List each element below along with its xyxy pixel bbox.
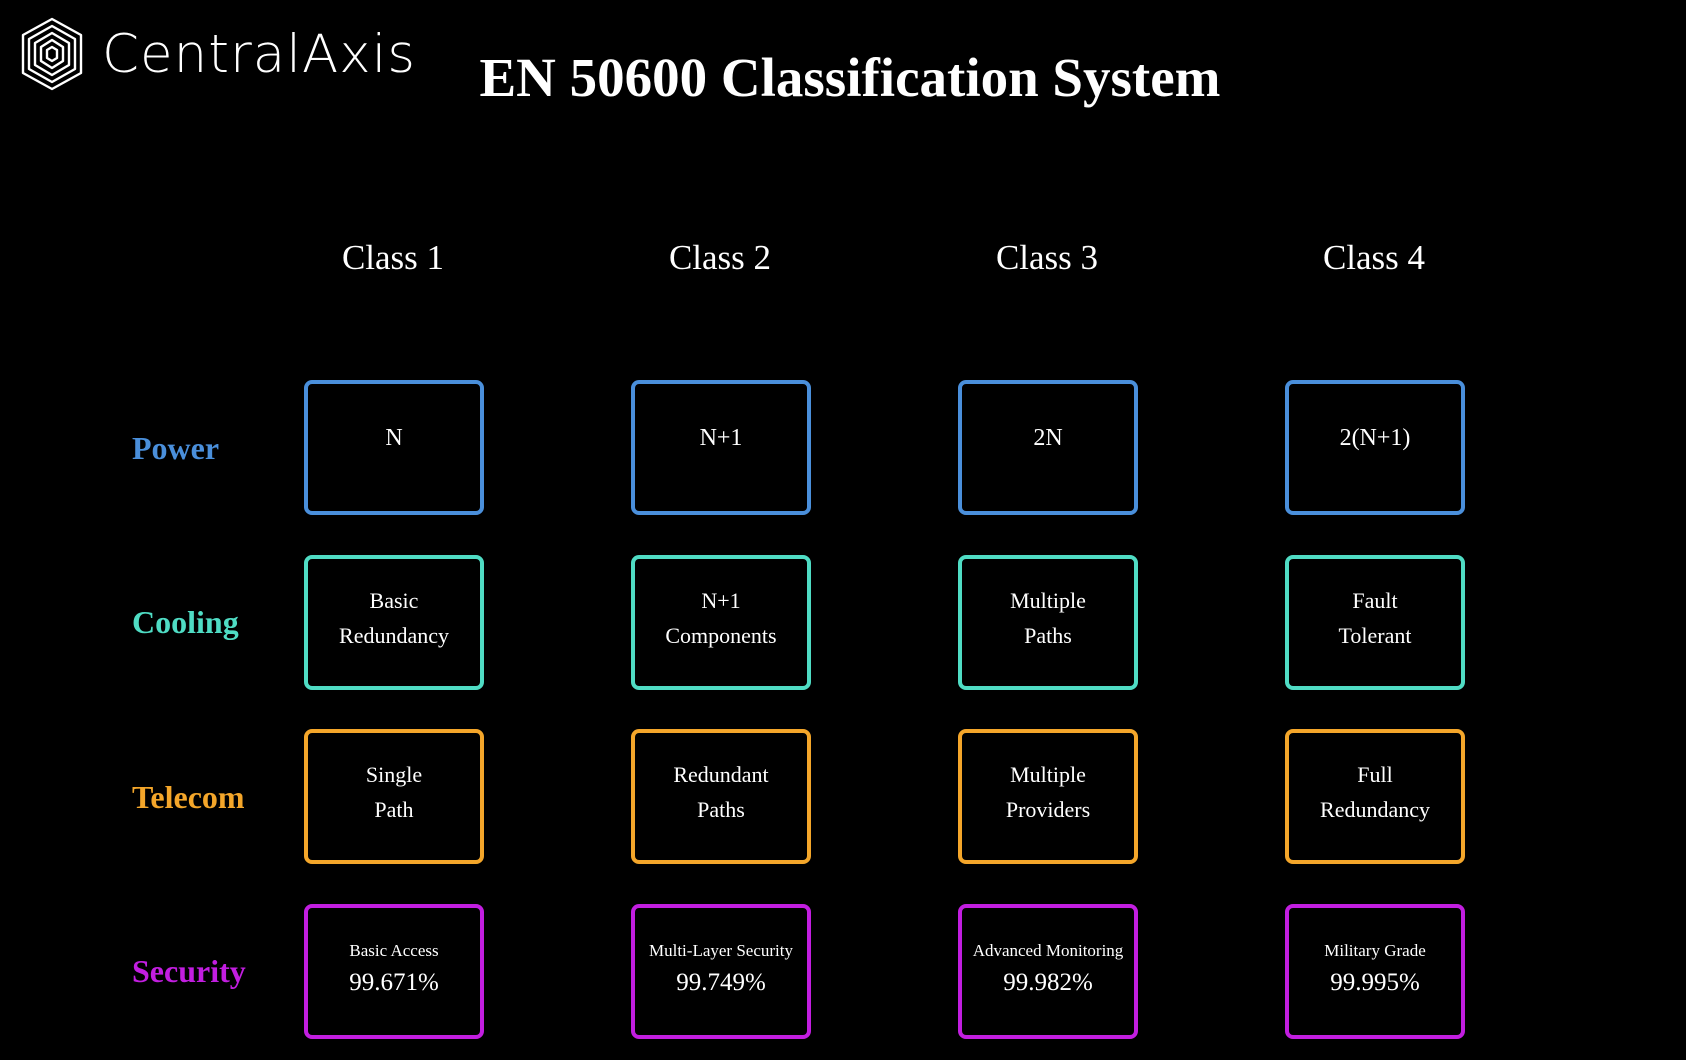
cell-lines: Basic Access 99.671% <box>349 940 439 998</box>
telecom-class-2-cell: Redundant Paths <box>631 729 811 864</box>
row-label-power: Power <box>132 430 220 466</box>
cell-lines: Fault Tolerant <box>1339 583 1412 653</box>
telecom-class-3-cell: Multiple Providers <box>958 729 1138 864</box>
row-label-security: Security <box>132 953 246 989</box>
cell-line-2: Path <box>374 797 414 822</box>
telecom-class-1-cell: Single Path <box>304 729 484 864</box>
column-header-class-3: Class 3 <box>995 238 1099 277</box>
cell-line-1: Multiple <box>1010 762 1086 787</box>
cell-value: N <box>385 425 403 451</box>
cell-line-2: Paths <box>1024 623 1072 648</box>
cell-line-1: Redundant <box>673 762 769 787</box>
power-class-1-cell: N <box>304 380 484 515</box>
security-level-name: Multi-Layer Security <box>649 940 793 960</box>
cooling-class-1-cell: Basic Redundancy <box>304 555 484 690</box>
row-label-cooling: Cooling <box>132 604 239 640</box>
telecom-class-4-cell: Full Redundancy <box>1285 729 1465 864</box>
cell-line-1: Multiple <box>1010 588 1086 613</box>
cell-line-2: Redundancy <box>339 623 449 648</box>
cell-value: N+1 <box>699 425 743 451</box>
row-label-telecom: Telecom <box>132 779 245 815</box>
availability-value: 99.995% <box>1330 968 1420 996</box>
cell-line-2: Paths <box>697 797 745 822</box>
availability-value: 99.749% <box>676 968 766 996</box>
cell-line-1: Full <box>1357 762 1393 787</box>
cell-line-2: Redundancy <box>1320 797 1430 822</box>
cell-line-1: Single <box>365 762 423 787</box>
cell-line-1: N+1 <box>701 588 741 613</box>
cell-lines: Multiple Paths <box>1010 583 1086 653</box>
cell-lines: Military Grade 99.995% <box>1324 940 1426 998</box>
power-class-3-cell: 2N <box>958 380 1138 515</box>
brand-name: CentralAxis <box>102 23 416 85</box>
cell-lines: Basic Redundancy <box>339 583 449 653</box>
security-class-3-cell: Advanced Monitoring 99.982% <box>958 904 1138 1039</box>
cell-lines: Advanced Monitoring 99.982% <box>973 940 1124 998</box>
availability-value: 99.671% <box>349 968 439 996</box>
cell-line-2: Components <box>665 623 777 648</box>
column-header-class-2: Class 2 <box>668 238 772 277</box>
cell-lines: Redundant Paths <box>673 757 768 827</box>
power-class-2-cell: N+1 <box>631 380 811 515</box>
cell-lines: Multi-Layer Security 99.749% <box>649 940 793 998</box>
cell-lines: Multiple Providers <box>1006 757 1090 827</box>
page-title: EN 50600 Classification System <box>479 47 1221 108</box>
cell-value: 2(N+1) <box>1339 425 1411 451</box>
cell-line-2: Tolerant <box>1338 623 1412 648</box>
security-level-name: Basic Access <box>349 940 439 960</box>
cell-lines: N+1 Components <box>665 583 776 653</box>
cooling-class-2-cell: N+1 Components <box>631 555 811 690</box>
column-header-class-1: Class 1 <box>341 238 445 277</box>
security-class-2-cell: Multi-Layer Security 99.749% <box>631 904 811 1039</box>
cell-line-2: Providers <box>1005 797 1091 822</box>
cell-line-1: Fault <box>1352 588 1398 613</box>
column-header-class-4: Class 4 <box>1322 238 1426 277</box>
cell-lines: Single Path <box>366 757 422 827</box>
cube-logo-icon <box>21 17 83 91</box>
power-class-4-cell: 2(N+1) <box>1285 380 1465 515</box>
cooling-class-3-cell: Multiple Paths <box>958 555 1138 690</box>
cooling-class-4-cell: Fault Tolerant <box>1285 555 1465 690</box>
cell-line-1: Basic <box>369 588 419 613</box>
security-level-name: Military Grade <box>1324 940 1426 960</box>
security-class-1-cell: Basic Access 99.671% <box>304 904 484 1039</box>
security-level-name: Advanced Monitoring <box>972 940 1124 960</box>
security-class-4-cell: Military Grade 99.995% <box>1285 904 1465 1039</box>
cell-value: 2N <box>1033 425 1063 451</box>
availability-value: 99.982% <box>1003 968 1093 996</box>
cell-lines: Full Redundancy <box>1320 757 1430 827</box>
brand-logo: CentralAxis <box>20 16 416 92</box>
